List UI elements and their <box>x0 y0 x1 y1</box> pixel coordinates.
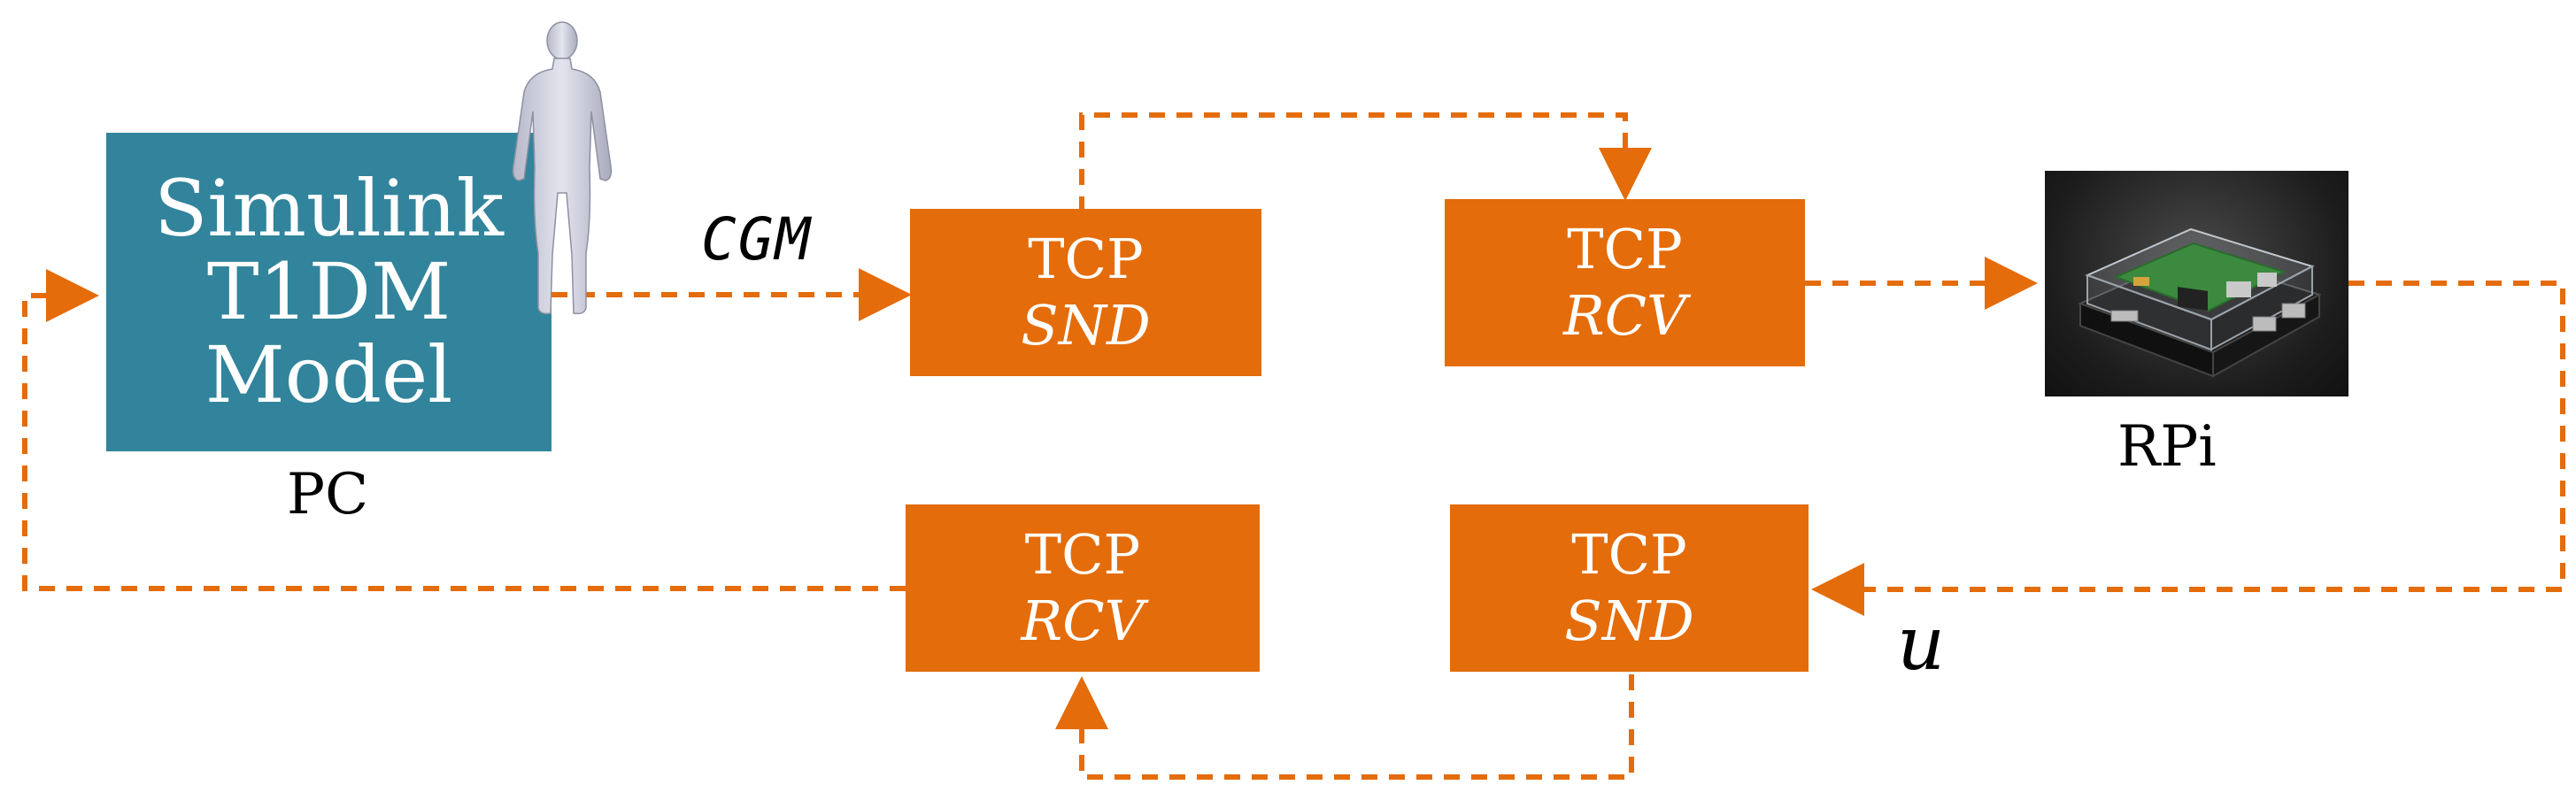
raspberry-pi-case-icon <box>2078 227 2322 378</box>
snd-to-rcv-bottom-loop <box>1055 674 1634 780</box>
simulink-t1dm-model-box: Simulink T1DM Model <box>106 133 551 451</box>
tcp-rcv-bottom-box: TCP RCV <box>906 504 1260 672</box>
raspberry-pi-photo <box>2045 171 2348 396</box>
tcp-snd-top-box: TCP SND <box>910 209 1261 376</box>
tcp-title: TCP <box>1567 217 1683 282</box>
tcp-mode: RCV <box>1563 282 1686 348</box>
pc-label: PC <box>287 462 369 527</box>
tcp-title: TCP <box>1571 522 1687 588</box>
rcv-to-simulink-arrow <box>22 269 906 591</box>
tcp-title: TCP <box>1024 522 1141 588</box>
tcp-title: TCP <box>1028 227 1144 292</box>
rpi-to-snd-bottom-arrow <box>1811 281 2565 616</box>
human-figure-icon <box>512 21 613 315</box>
tcp-mode: RCV <box>1021 588 1145 653</box>
simulink-line-3: Model <box>204 329 453 421</box>
tcp-rcv-top-box: TCP RCV <box>1445 199 1805 366</box>
tcp-mode: SND <box>1564 588 1694 653</box>
tcp-snd-bottom-box: TCP SND <box>1450 504 1809 672</box>
rpi-label: RPi <box>2117 414 2217 480</box>
simulink-line-1: Simulink <box>154 162 504 254</box>
tcp-mode: SND <box>1021 292 1151 358</box>
cgm-label: CGM <box>701 205 813 273</box>
simulink-line-2: T1DM <box>206 245 451 337</box>
snd-to-rcv-top-loop <box>1079 112 1652 212</box>
u-label: u <box>1897 600 1946 687</box>
